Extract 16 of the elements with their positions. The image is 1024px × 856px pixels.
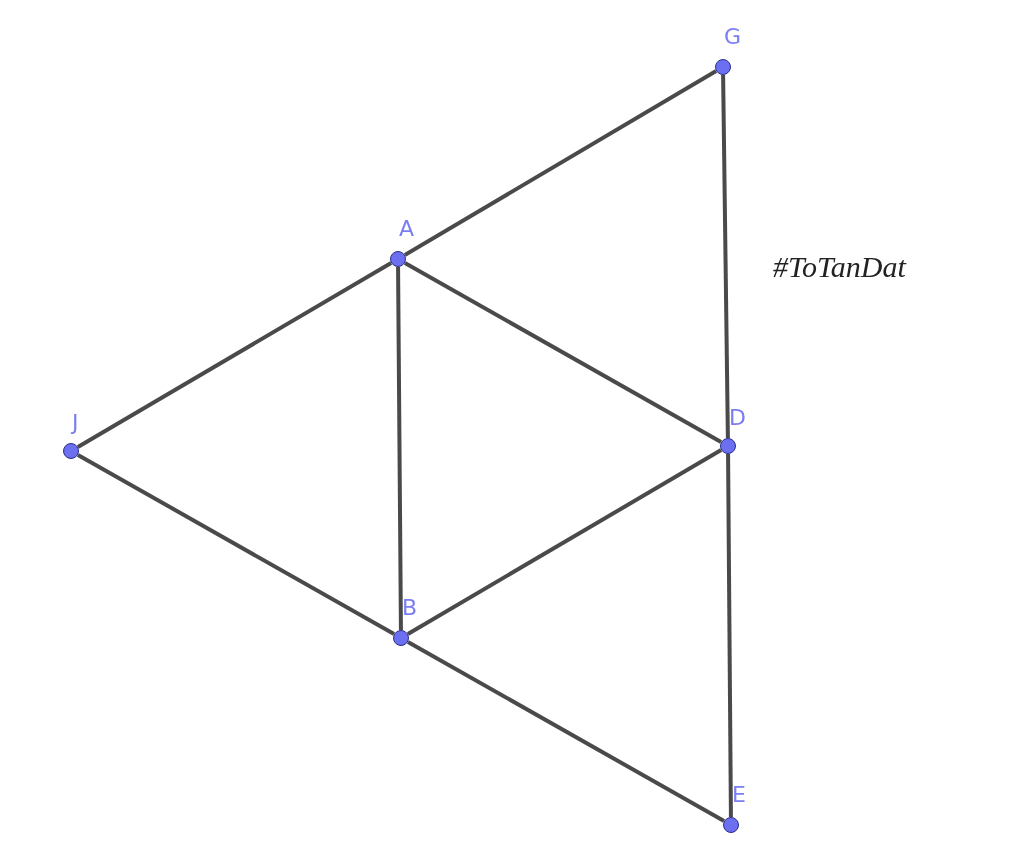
line-segment (76, 261, 393, 449)
line-segment (403, 69, 718, 257)
point-label: D (729, 407, 746, 429)
line-segment (721, 74, 730, 439)
point-label: G (724, 26, 742, 48)
point-label: J (72, 412, 79, 434)
line-segment (406, 448, 723, 636)
point-label: B (402, 597, 418, 619)
annotation-text: #ToTanDat (773, 252, 906, 282)
line-segment (76, 453, 396, 636)
point-label: E (732, 784, 746, 806)
line-segment (396, 267, 403, 630)
line-segment (406, 640, 726, 823)
line-segment (726, 454, 733, 817)
point-label: A (399, 218, 415, 240)
line-segment (403, 261, 723, 444)
